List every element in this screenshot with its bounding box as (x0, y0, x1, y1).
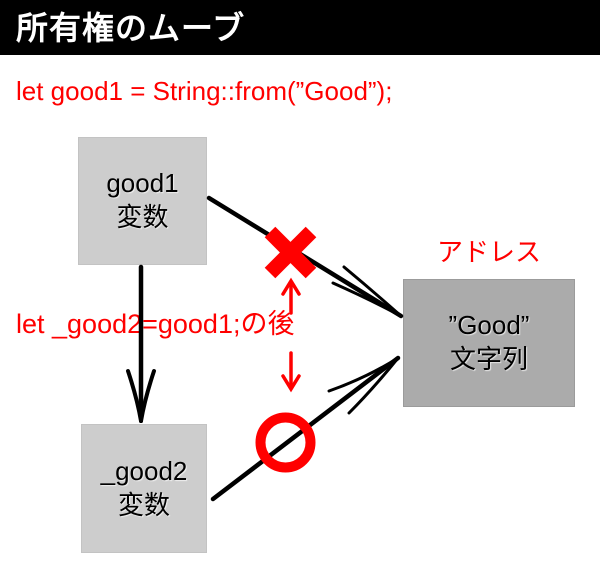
arrow-good2-to-string (210, 355, 401, 502)
string-box-value: ”Good” (448, 310, 530, 341)
good1-variable-box: good1 変数 (78, 137, 207, 265)
good1-box-kind: 変数 (116, 202, 169, 232)
good2-variable-box: _good2 変数 (81, 424, 207, 553)
good1-box-name: good1 (106, 168, 179, 199)
string-box-kind: 文字列 (449, 344, 528, 374)
slide-title-bar: 所有権のムーブ (0, 0, 600, 55)
string-heap-box: ”Good” 文字列 (403, 279, 575, 407)
after-assignment-label: let _good2=good1;の後 (16, 309, 295, 339)
arrow-good1-to-good2 (126, 264, 156, 423)
page-title: 所有権のムーブ (16, 9, 246, 46)
good2-box-kind: 変数 (117, 489, 170, 520)
cross-mark-icon (264, 226, 317, 279)
circle-mark-icon (255, 412, 316, 473)
arrow-good1-to-string (206, 195, 404, 319)
code-statement: let good1 = String::from(”Good”); (16, 76, 393, 106)
address-label: アドレス (436, 237, 541, 267)
good2-box-name: _good2 (100, 455, 188, 486)
annotation-down-arrow (281, 351, 301, 393)
